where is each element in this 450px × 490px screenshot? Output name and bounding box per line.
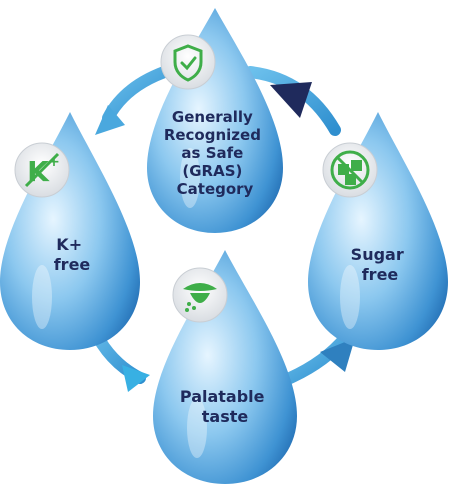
shield-check-icon [160,34,216,90]
drop-right-label: Sugar free [351,245,410,284]
k-plus-icon: K + [14,142,70,198]
drop-bottom-label: Palatable taste [180,387,270,426]
drop-bottom [153,250,297,484]
drop-center-line: as Safe [181,144,243,162]
arrow-head-top-right [270,82,312,118]
drop-bottom-line: taste [202,407,249,426]
k-plus-icon-sup: + [48,154,60,170]
drop-left-label: K+ free [54,235,91,274]
drop-right [308,112,448,350]
drop-bottom-line: Palatable [180,387,265,406]
drop-left-line: free [54,255,91,274]
drop-center-line: (GRAS) [182,162,242,180]
drop-center-label: Generally Recognized as Safe (GRAS) Cate… [164,108,266,198]
ring-arc-bottom-right [284,332,351,384]
drop-center-line: Generally [172,108,253,126]
drop-right-line: Sugar [351,245,404,264]
drop-center-line: Recognized [164,126,261,144]
arrow-head-top-left [95,105,125,135]
arrow-head-bottom-left [122,365,150,392]
tongue-icon [172,267,228,323]
no-sugar-cubes-icon [322,142,378,198]
drop-center [147,8,283,233]
drop-center-line: Category [177,180,254,198]
drop-left-line: K+ [56,235,82,254]
drop-right-line: free [362,265,399,284]
drop-left [0,112,140,350]
arrow-head-bottom-right [320,338,355,372]
